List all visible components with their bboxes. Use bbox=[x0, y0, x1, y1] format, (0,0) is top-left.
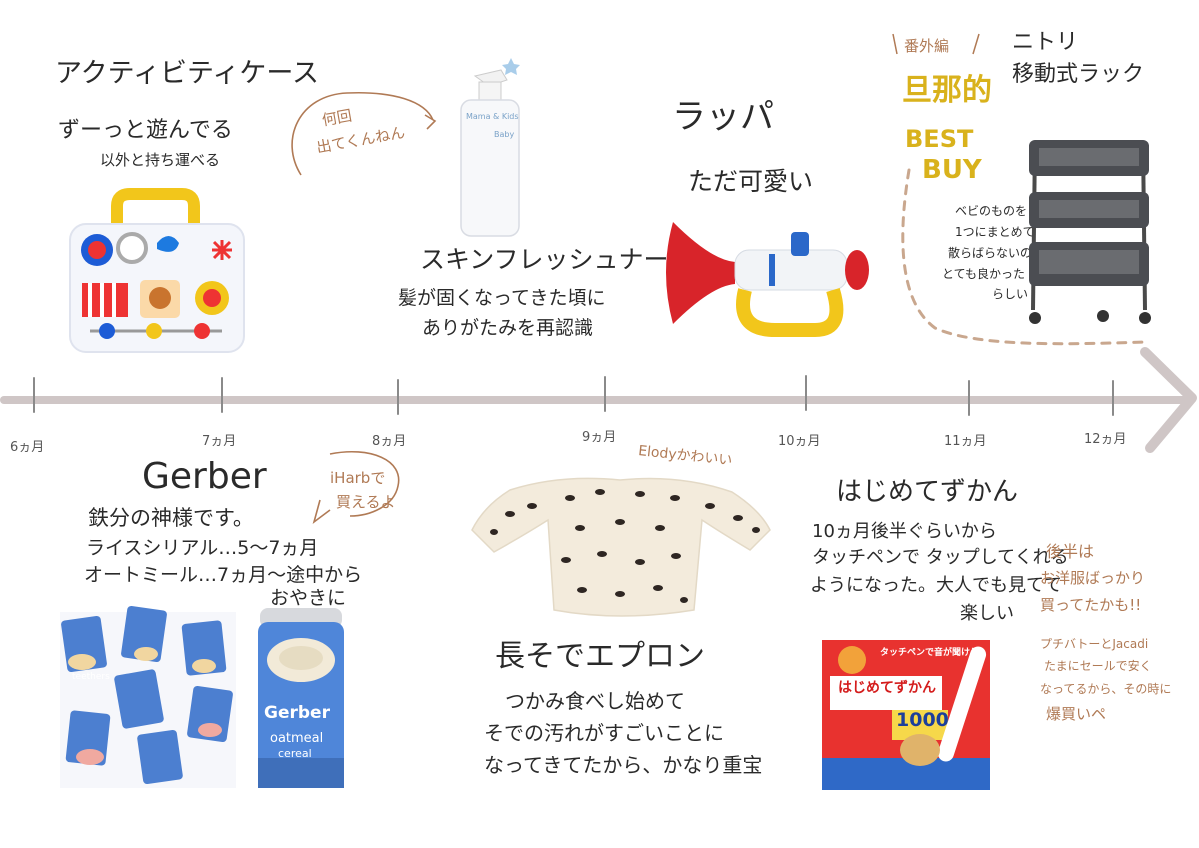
activity-case-line2: 以外と持ち運べる bbox=[100, 151, 221, 169]
apron-line3: なってきてたから、かなり重宝 bbox=[484, 753, 763, 777]
zukan-book-image bbox=[822, 640, 990, 790]
tick-9 bbox=[604, 376, 606, 412]
gerber-line3: オートミール…7ヵ月〜途中から bbox=[84, 564, 363, 586]
rolling-rack-image bbox=[1029, 140, 1151, 324]
gerber-oatmeal-image bbox=[258, 608, 344, 788]
zukan-book-title: はじめてずかん bbox=[838, 680, 936, 696]
apron-title: 長そでエプロン bbox=[495, 639, 705, 674]
tick-6 bbox=[33, 377, 35, 413]
gerber-line1: 鉄分の神様です。 bbox=[88, 506, 254, 530]
apron-image bbox=[471, 477, 771, 617]
side-note-line5: たまにセールで安く bbox=[1044, 659, 1152, 673]
gerber-box-type: cereal bbox=[278, 747, 312, 760]
nitori-desc-3: 散らばらないのが bbox=[948, 246, 1045, 260]
zukan-title: はじめてずかん bbox=[836, 477, 1019, 507]
gerber-box-brand: Gerber bbox=[264, 703, 330, 723]
month-label-6: 6ヵ月 bbox=[10, 440, 45, 455]
tick-10 bbox=[805, 375, 807, 411]
side-note-line4: プチバトーとJacadi bbox=[1040, 637, 1149, 651]
nitori-best: BEST bbox=[905, 125, 974, 153]
gerber-line4: おやきに bbox=[270, 587, 347, 609]
tick-7 bbox=[221, 377, 223, 413]
side-note-line2: お洋服ばっかり bbox=[1040, 569, 1146, 587]
tick-8 bbox=[397, 379, 399, 415]
month-label-7: 7ヵ月 bbox=[202, 434, 237, 449]
skin-freshener-bubble-outline bbox=[291, 91, 437, 176]
zukan-book-number: 1000 bbox=[896, 709, 949, 731]
month-label-12: 12ヵ月 bbox=[1084, 432, 1127, 447]
nitori-tag-marks bbox=[892, 33, 980, 55]
gerber-teethers-image bbox=[60, 605, 236, 788]
gerber-bubble-outline bbox=[312, 450, 400, 525]
skin-freshener-line1: 髪が固くなってきた頃に bbox=[398, 287, 606, 309]
nitori-title2: 移動式ラック bbox=[1012, 62, 1145, 87]
nitori-buy: BUY bbox=[922, 155, 982, 185]
gerber-teethers-label: teethers bbox=[72, 672, 110, 682]
month-label-9: 9ヵ月 bbox=[582, 430, 617, 445]
nitori-headline: 旦那的 bbox=[902, 73, 992, 108]
nitori-desc-5: らしい bbox=[992, 287, 1029, 301]
zukan-line1: 10ヵ月後半ぐらいから bbox=[812, 521, 997, 542]
trumpet-title: ラッパ bbox=[672, 97, 774, 137]
nitori-desc-1: ベビのものを bbox=[955, 204, 1028, 218]
gerber-title: Gerber bbox=[142, 456, 267, 497]
nitori-tag: 番外編 bbox=[904, 37, 950, 55]
activity-case-image bbox=[69, 188, 245, 353]
nitori-dashed-bracket bbox=[901, 168, 1147, 346]
month-label-10: 10ヵ月 bbox=[778, 434, 821, 449]
nitori-desc-2: 1つにまとめて bbox=[955, 225, 1035, 239]
zukan-line4: 楽しい bbox=[960, 603, 1014, 624]
activity-case-title: アクティビティケース bbox=[55, 58, 320, 89]
side-note-line3: 買ってたかも!! bbox=[1040, 596, 1142, 614]
nitori-desc-4: とても良かった bbox=[942, 267, 1026, 281]
skin-freshener-title: スキンフレッシュナー bbox=[420, 245, 669, 274]
gerber-line2: ライスシリアル…5〜7ヵ月 bbox=[86, 537, 319, 559]
side-note-line6: なってるから、その時に bbox=[1040, 682, 1172, 696]
tick-11 bbox=[968, 380, 970, 416]
month-label-11: 11ヵ月 bbox=[944, 434, 987, 449]
spray-bottle-sub: Baby bbox=[494, 130, 515, 139]
apron-line1: つかみ食べし始めて bbox=[505, 689, 685, 713]
apron-line2: そでの汚れがすごいことに bbox=[484, 721, 724, 745]
skin-freshener-line2: ありがたみを再認識 bbox=[422, 317, 594, 339]
trumpet-line1: ただ可愛い bbox=[688, 167, 814, 196]
gerber-bubble-line1: iHarbで bbox=[330, 469, 386, 487]
zukan-line2: タッチペンで タップしてくれる bbox=[812, 547, 1069, 568]
gerber-bubble-line2: 買えるよ bbox=[336, 493, 396, 511]
gerber-box-product: oatmeal bbox=[270, 731, 324, 746]
trumpet-image bbox=[666, 222, 869, 337]
side-note-line1: 後半は bbox=[1046, 542, 1095, 561]
nitori-title1: ニトリ bbox=[1012, 30, 1079, 55]
spray-bottle-label: Mama & Kids bbox=[466, 112, 519, 121]
zukan-book-line1: タッチペンで音が聞ける! bbox=[880, 648, 984, 658]
month-label-8: 8ヵ月 bbox=[372, 434, 407, 449]
activity-case-line1: ずーっと遊んでる bbox=[58, 118, 233, 143]
side-note-line7: 爆買いペ bbox=[1046, 705, 1107, 723]
tick-12 bbox=[1112, 380, 1114, 416]
zukan-line3: ようになった。大人でも見てて bbox=[810, 575, 1062, 596]
spray-bottle-image bbox=[460, 58, 520, 237]
